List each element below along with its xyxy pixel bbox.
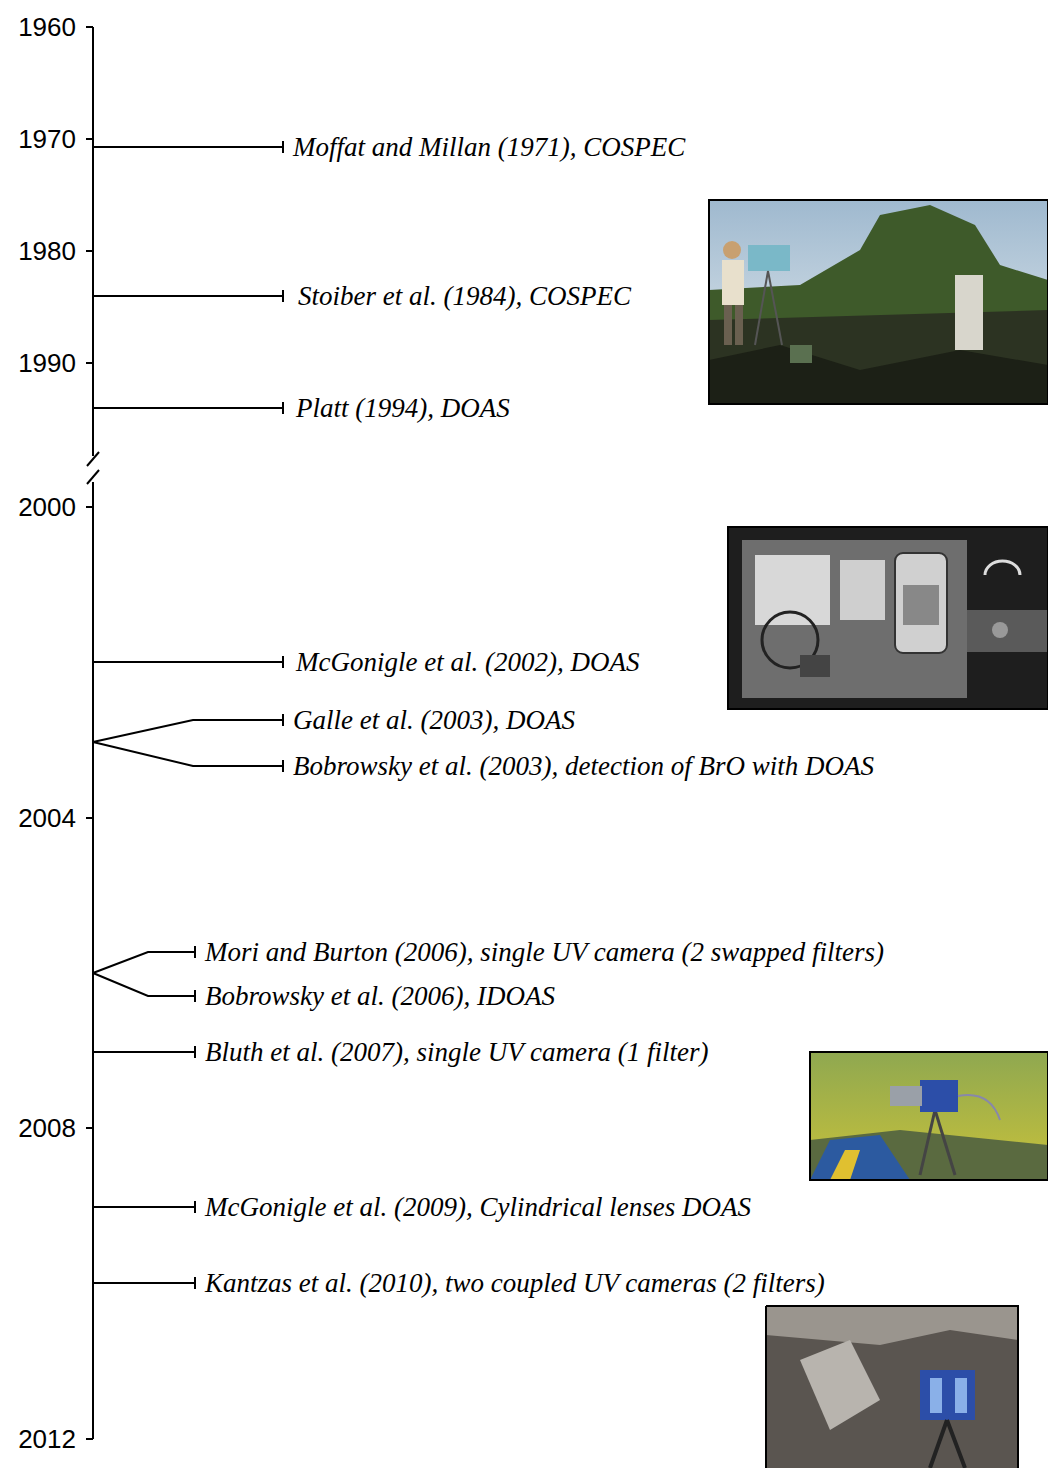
timeline-entry: McGonigle et al. (2009), Cylindrical len… <box>205 1194 751 1221</box>
timeline-entry: McGonigle et al. (2002), DOAS <box>296 649 639 676</box>
year-label: 1970 <box>18 126 76 152</box>
year-label: 1960 <box>18 14 76 40</box>
uv-camera-photo <box>810 1052 1048 1180</box>
timeline-entry: Kantzas et al. (2010), two coupled UV ca… <box>205 1270 825 1297</box>
timeline-entry: Mori and Burton (2006), single UV camera… <box>205 939 884 966</box>
timeline-entry: Bluth et al. (2007), single UV camera (1… <box>205 1039 708 1066</box>
timeline-entry: Moffat and Millan (1971), COSPEC <box>293 134 685 161</box>
doas-case-photo <box>728 527 1048 709</box>
timeline-entry: Bobrowsky et al. (2003), detection of Br… <box>293 753 874 780</box>
timeline-entry: Stoiber et al. (1984), COSPEC <box>298 283 631 310</box>
year-label: 2004 <box>18 805 76 831</box>
year-label: 2008 <box>18 1115 76 1141</box>
timeline-entry: Galle et al. (2003), DOAS <box>293 707 575 734</box>
axis <box>86 27 99 1439</box>
entry-leaders <box>93 141 283 1289</box>
timeline-entry: Platt (1994), DOAS <box>296 395 510 422</box>
year-label: 1980 <box>18 238 76 264</box>
year-label: 1990 <box>18 350 76 376</box>
year-label: 2012 <box>18 1426 76 1452</box>
cospec-photo <box>709 200 1048 404</box>
year-label: 2000 <box>18 494 76 520</box>
timeline-entry: Bobrowsky et al. (2006), IDOAS <box>205 983 555 1010</box>
dual-uv-camera-photo <box>766 1306 1018 1468</box>
